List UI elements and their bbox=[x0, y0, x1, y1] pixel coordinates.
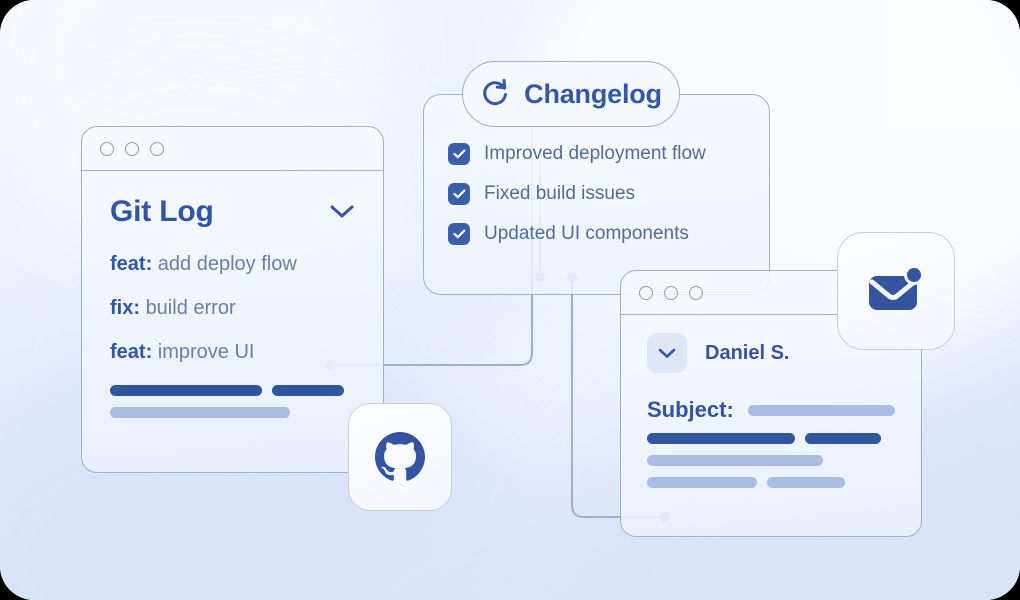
maximize-dot-icon[interactable] bbox=[150, 141, 164, 156]
maximize-dot-icon[interactable] bbox=[689, 285, 703, 300]
close-dot-icon[interactable] bbox=[639, 285, 653, 300]
git-log-titlebar bbox=[82, 127, 383, 171]
email-sender-row[interactable]: Daniel S. bbox=[647, 333, 895, 373]
changelog-item-label: Improved deployment flow bbox=[484, 143, 706, 164]
commit-message: add deploy flow bbox=[157, 253, 297, 275]
changelog-pill-badge[interactable]: Changelog bbox=[462, 61, 680, 127]
commit-message: build error bbox=[145, 297, 236, 319]
email-subject-row: Subject: bbox=[647, 397, 895, 423]
commit-type: feat: bbox=[110, 253, 153, 275]
placeholder-bar bbox=[110, 385, 262, 396]
changelog-list: Improved deployment flow Fixed build iss… bbox=[424, 95, 769, 245]
changelog-item-label: Updated UI components bbox=[484, 223, 689, 244]
changelog-card[interactable]: Improved deployment flow Fixed build iss… bbox=[423, 94, 770, 295]
placeholder-row bbox=[647, 455, 895, 466]
mail-notification-icon bbox=[869, 265, 924, 310]
email-sender-name: Daniel S. bbox=[705, 341, 790, 364]
placeholder-row bbox=[110, 385, 355, 396]
checkbox-checked-icon[interactable] bbox=[448, 223, 470, 245]
sender-expand-button[interactable] bbox=[647, 333, 687, 373]
placeholder-bar bbox=[110, 407, 290, 418]
git-log-card[interactable]: Git Log feat: add deploy flow fix: build… bbox=[81, 126, 384, 473]
email-subject-placeholder-bar bbox=[747, 404, 895, 416]
placeholder-bar bbox=[767, 477, 845, 488]
changelog-item[interactable]: Updated UI components bbox=[448, 223, 769, 245]
placeholder-bar bbox=[805, 433, 881, 444]
chevron-down-icon bbox=[658, 348, 676, 358]
changelog-item-label: Fixed build issues bbox=[484, 183, 636, 204]
commit-type: feat: bbox=[110, 341, 153, 363]
placeholder-bar bbox=[647, 455, 823, 466]
github-badge[interactable] bbox=[348, 403, 452, 511]
refresh-icon bbox=[483, 79, 508, 106]
close-dot-icon[interactable] bbox=[100, 141, 114, 156]
git-log-header[interactable]: Git Log bbox=[110, 195, 355, 229]
github-icon bbox=[375, 432, 425, 481]
placeholder-row bbox=[110, 407, 355, 418]
commit-row: feat: improve UI bbox=[110, 341, 355, 364]
commit-type: fix: bbox=[110, 297, 140, 319]
changelog-item[interactable]: Improved deployment flow bbox=[448, 143, 769, 165]
changelog-pill-label: Changelog bbox=[524, 78, 662, 109]
commit-row: feat: add deploy flow bbox=[110, 253, 355, 276]
mail-badge[interactable] bbox=[837, 232, 955, 350]
email-body: Daniel S. Subject: bbox=[621, 333, 921, 488]
checkbox-checked-icon[interactable] bbox=[448, 143, 470, 165]
placeholder-row bbox=[647, 477, 895, 488]
minimize-dot-icon[interactable] bbox=[664, 285, 678, 300]
email-placeholder-bars bbox=[647, 433, 895, 488]
git-log-commit-list: feat: add deploy flow fix: build error f… bbox=[110, 253, 355, 364]
commit-message: improve UI bbox=[157, 341, 255, 363]
placeholder-bar bbox=[647, 477, 757, 488]
minimize-dot-icon[interactable] bbox=[125, 141, 139, 156]
commit-row: fix: build error bbox=[110, 297, 355, 320]
changelog-item[interactable]: Fixed build issues bbox=[448, 183, 769, 205]
chevron-down-icon[interactable] bbox=[329, 204, 355, 220]
git-log-title: Git Log bbox=[110, 195, 214, 228]
git-log-placeholder-bars bbox=[110, 385, 355, 418]
email-subject-label: Subject: bbox=[647, 397, 734, 422]
email-titlebar bbox=[621, 271, 921, 315]
placeholder-bar bbox=[272, 385, 344, 396]
placeholder-bar bbox=[647, 433, 795, 444]
git-log-body: Git Log feat: add deploy flow fix: build… bbox=[82, 195, 383, 418]
placeholder-row bbox=[647, 433, 895, 444]
checkbox-checked-icon[interactable] bbox=[448, 183, 470, 205]
